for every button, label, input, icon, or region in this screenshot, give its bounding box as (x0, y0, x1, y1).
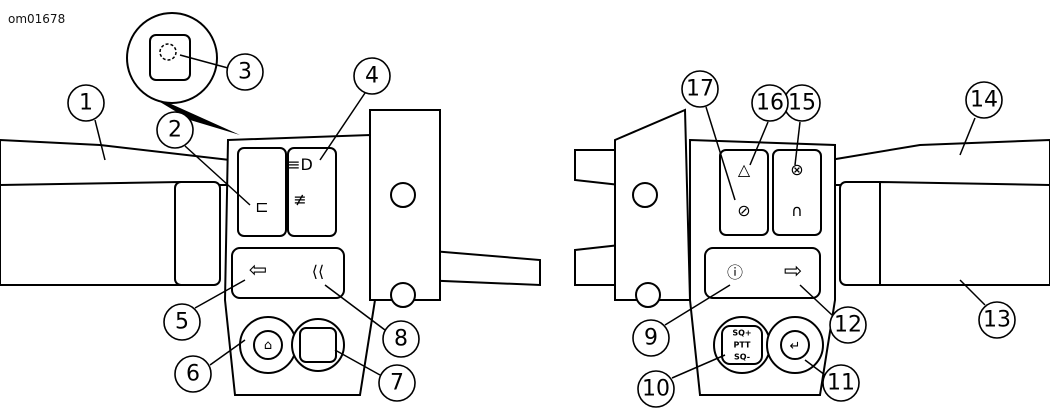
svg-text:6: 6 (186, 362, 200, 387)
home-icon: ⌂ (264, 338, 272, 353)
callout-9: 9 (632, 319, 670, 357)
svg-text:8: 8 (394, 327, 408, 352)
callout-2: 2 (156, 111, 194, 149)
callout-15: 15 (783, 84, 821, 122)
engine-stop-icon: ⊗ (790, 160, 803, 179)
start-icon: ∩ (791, 201, 803, 220)
right-switch-housing: △ ⊘ ⊗ ∩ ⓘ ⇨ SQ+ PTT SQ- ↵ (614, 108, 836, 396)
enter-icon: ↵ (790, 339, 801, 354)
callout-11: 11 (822, 364, 860, 402)
voice-icon: ⟨⟨ (312, 262, 324, 281)
svg-text:14: 14 (970, 88, 998, 113)
svg-text:16: 16 (756, 91, 784, 116)
svg-text:12: 12 (834, 313, 862, 338)
callout-10: 10 (637, 370, 675, 408)
svg-text:4: 4 (365, 64, 379, 89)
left-switch-housing: ⊏ ≡D ≢ ⇦ ⟨⟨ ⌂ (223, 109, 441, 396)
left-handlebar (0, 138, 541, 287)
callout-8: 8 (382, 320, 420, 358)
leader-lines (94, 54, 986, 379)
svg-text:5: 5 (175, 310, 189, 335)
hazard-icon: △ (738, 160, 751, 179)
callout-4: 4 (353, 57, 391, 95)
cruise-icon: ⊘ (737, 201, 750, 220)
callout-5: 5 (163, 303, 201, 341)
svg-text:11: 11 (827, 371, 855, 396)
callouts: 1 2 3 4 5 6 7 8 9 10 11 12 13 14 15 16 1… (67, 53, 1016, 408)
left-turn-icon: ⇦ (249, 258, 267, 283)
svg-text:10: 10 (642, 377, 670, 402)
figure-id: om01678 (8, 12, 66, 26)
ptt-label: PTT (734, 341, 752, 350)
horn-icon: ⊏ (255, 197, 268, 216)
svg-text:9: 9 (644, 326, 658, 351)
callout-3: 3 (226, 53, 264, 91)
svg-text:1: 1 (79, 91, 93, 116)
svg-text:13: 13 (983, 308, 1011, 333)
headlight-icon: ≡D (287, 155, 313, 174)
svg-text:7: 7 (390, 371, 404, 396)
callout-7: 7 (378, 364, 416, 402)
callout-6: 6 (174, 355, 212, 393)
svg-text:3: 3 (238, 60, 252, 85)
right-turn-icon: ⇨ (784, 259, 802, 284)
info-icon: ⓘ (727, 263, 743, 282)
inset-magnifier (126, 12, 240, 135)
passing-light-icon: ≢ (293, 190, 306, 209)
callout-12: 12 (829, 306, 867, 344)
callout-1: 1 (67, 84, 105, 122)
callout-14: 14 (965, 81, 1003, 119)
sq-minus-label: SQ- (734, 353, 750, 362)
callout-13: 13 (978, 301, 1016, 339)
sq-plus-label: SQ+ (732, 329, 751, 338)
svg-text:15: 15 (788, 91, 816, 116)
callout-17: 17 (681, 70, 719, 108)
callout-16: 16 (751, 84, 789, 122)
svg-text:2: 2 (168, 118, 182, 143)
svg-text:17: 17 (686, 77, 714, 102)
